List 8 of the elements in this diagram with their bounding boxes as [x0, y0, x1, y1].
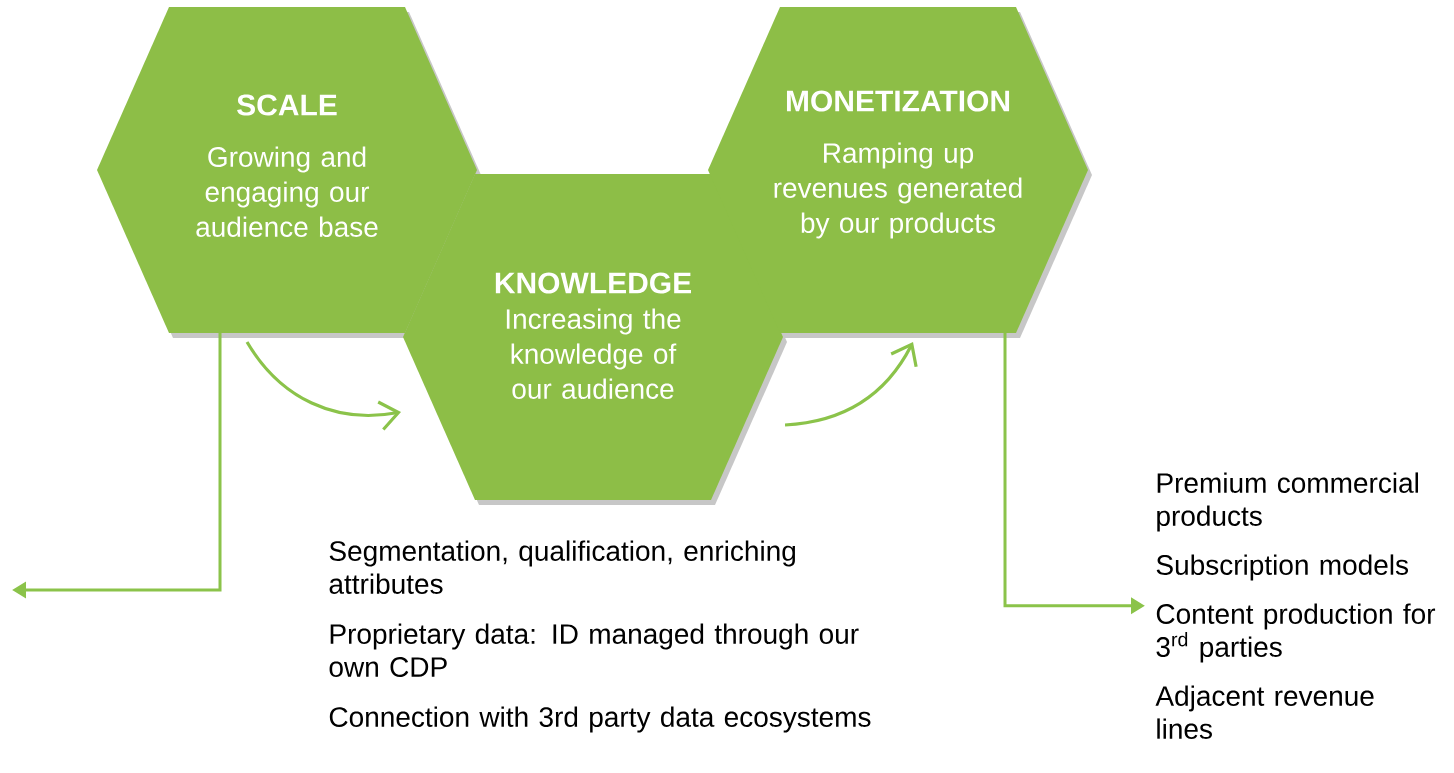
text-list: Premium commercial products Subscription models Content production for 3$^{rd}$ parties Adjacent revenue lines: [1155, 472, 1436, 739]
bullet-text: Connection with 3rd party data ecosystems: [329, 706, 871, 733]
curved-arrow: [245, 341, 401, 431]
bullet-text: Proprietary data: ID managed through our own CDP: [329, 623, 859, 677]
bullet-text: Segmentation, qualification, enriching attributes: [329, 540, 795, 594]
hexagon: MONETIZATION Ramping up revenues generated by our products: [708, 7, 1092, 338]
curved-arrow: [784, 342, 918, 427]
hexagon: SCALE Growing and engaging our audience base: [97, 7, 481, 338]
